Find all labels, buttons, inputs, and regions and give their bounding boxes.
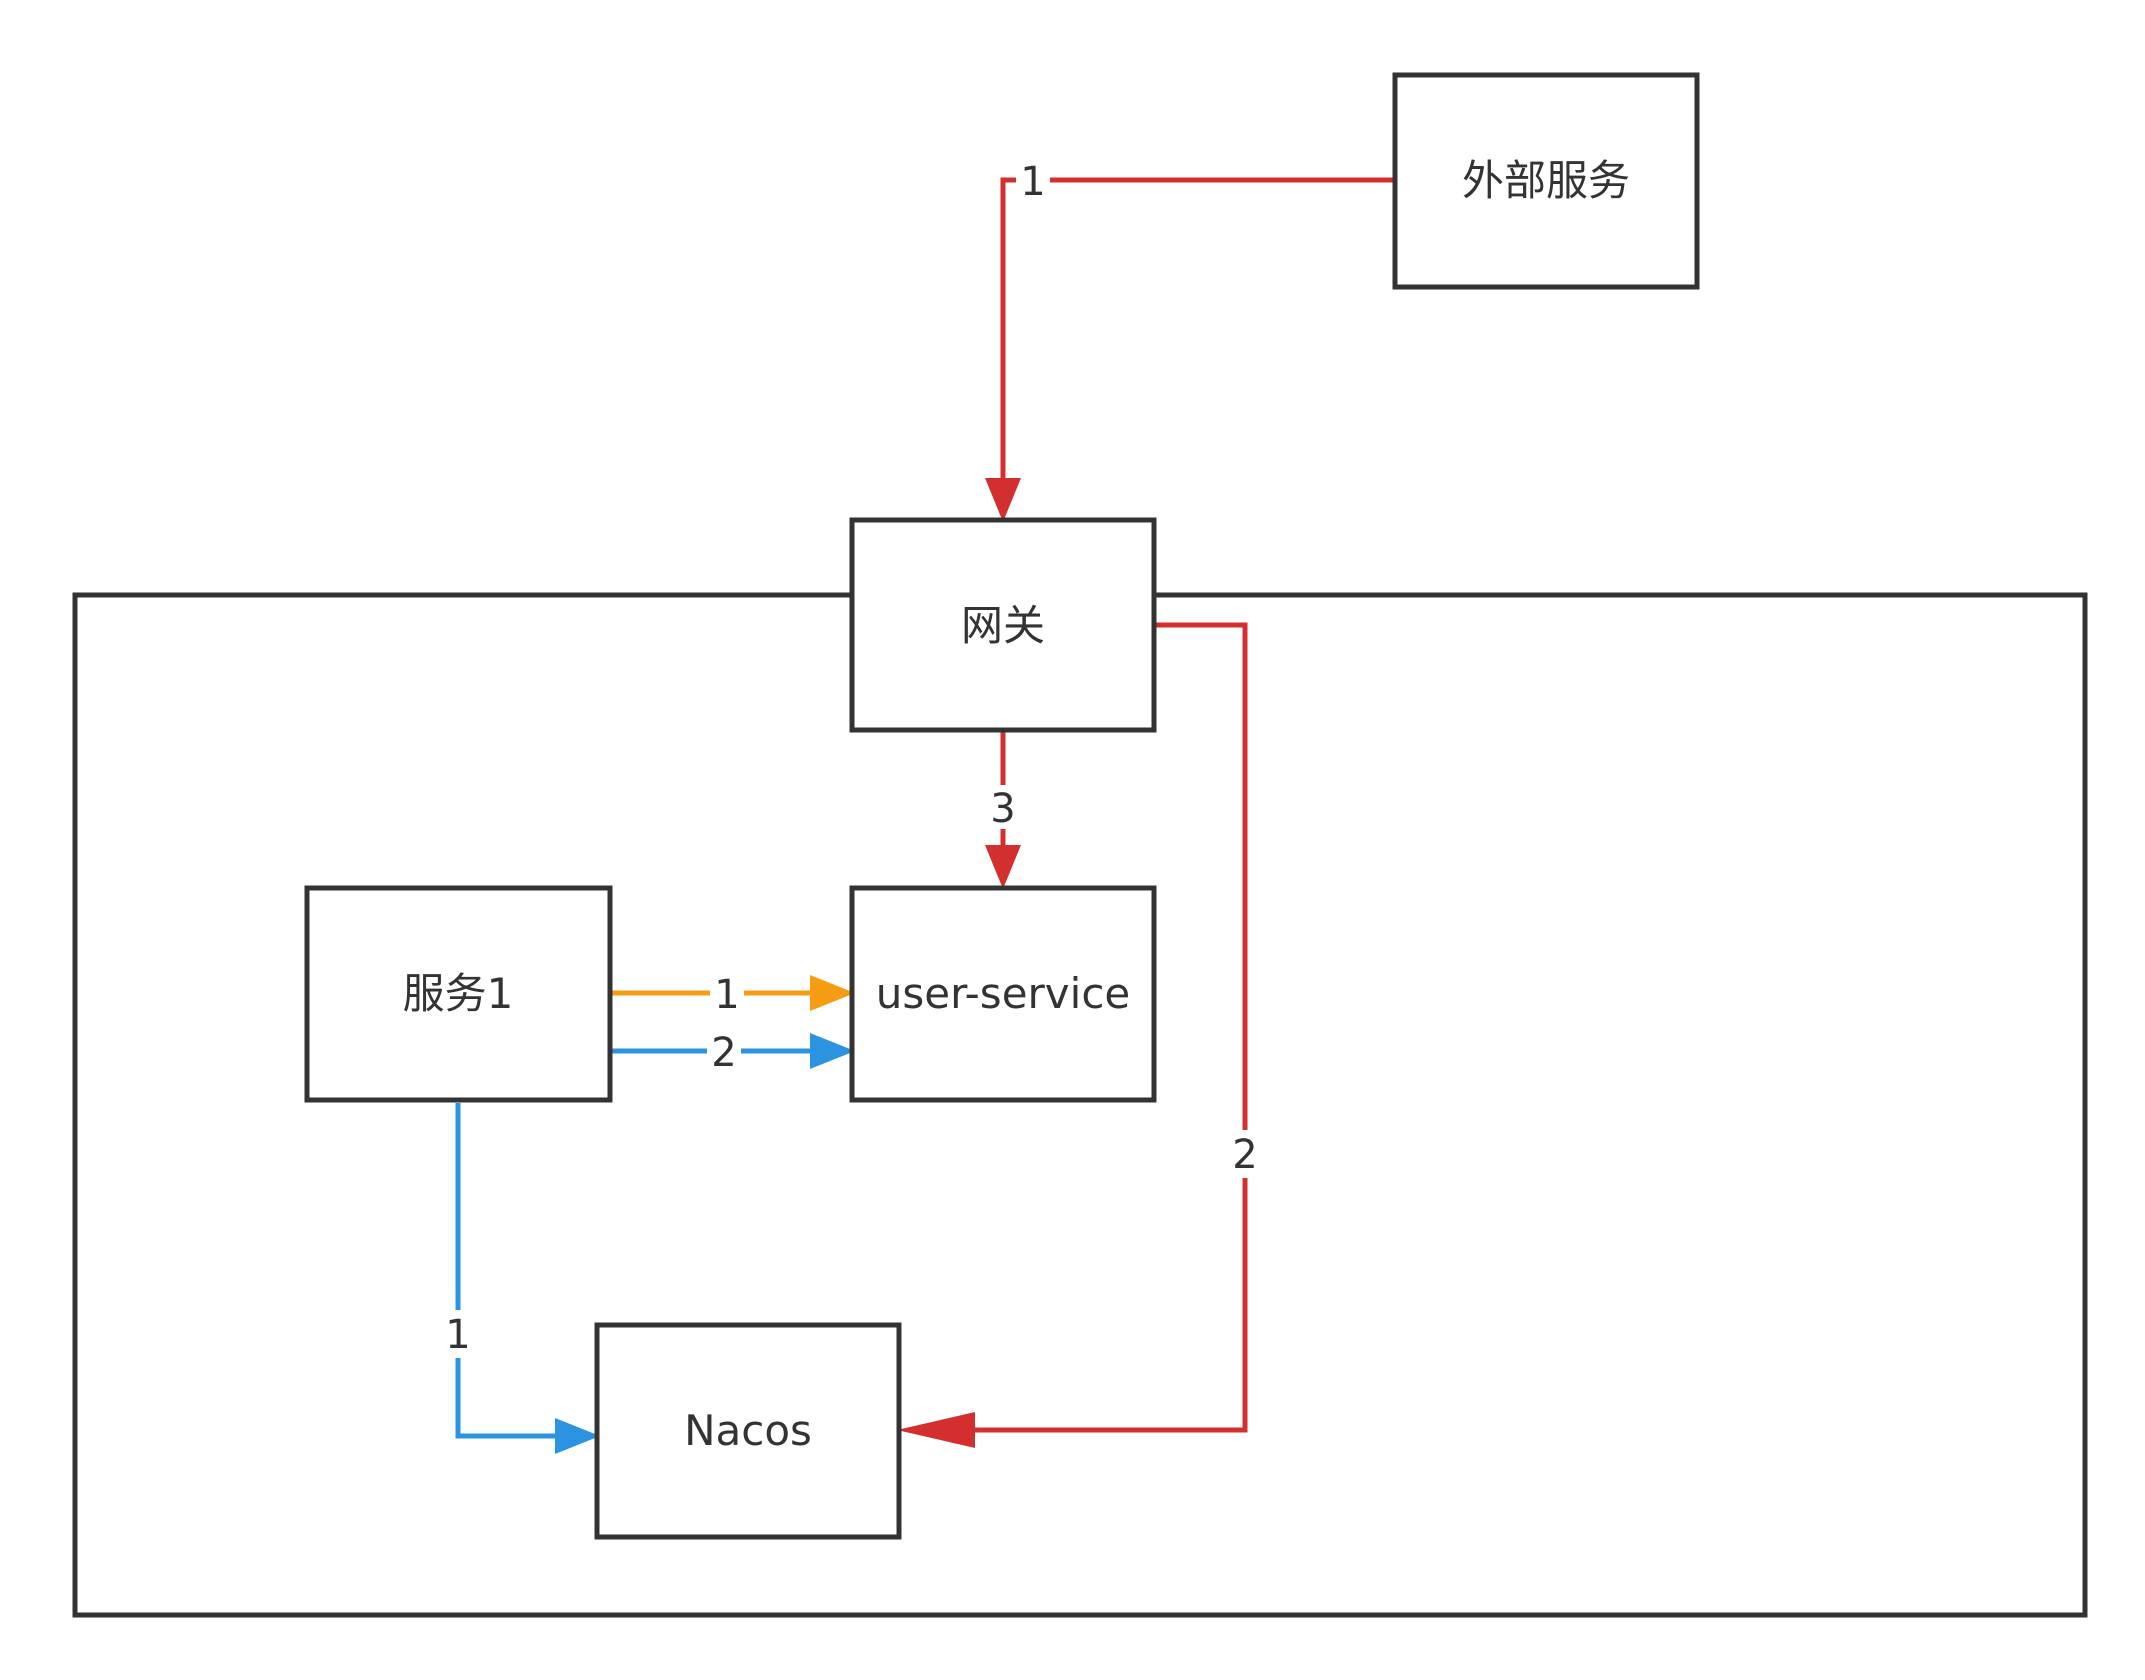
node-external-service: 外部服务 (1392, 72, 1700, 290)
edge-label: 1 (445, 1312, 470, 1358)
arrow-head (810, 1033, 855, 1069)
node-gateway: 网关 (849, 517, 1157, 733)
node-service1: 服务1 (304, 885, 613, 1103)
edge-gateway-to-user-service: 3 (985, 732, 1021, 889)
edge-service1-to-user-service-orange: 1 (612, 971, 855, 1018)
edge-label: 1 (1020, 159, 1045, 205)
node-label: user-service (876, 969, 1131, 1018)
arrow-head (985, 478, 1021, 522)
edge-label: 1 (714, 972, 739, 1018)
edge-gateway-to-nacos: 2 (897, 622, 1264, 1448)
edge-label: 3 (990, 786, 1015, 832)
node-label: 网关 (961, 601, 1045, 650)
arrow-head (555, 1418, 600, 1454)
node-label: 外部服务 (1462, 156, 1630, 205)
internal-network-container (72, 592, 2088, 1618)
edge-label: 2 (1232, 1132, 1257, 1178)
arrow-head (985, 845, 1021, 889)
edge-service1-to-user-service-blue: 2 (612, 1029, 855, 1076)
node-nacos: Nacos (594, 1322, 902, 1540)
node-label: 服务1 (403, 969, 514, 1018)
node-label: Nacos (684, 1406, 812, 1455)
edge-service1-to-nacos: 1 (440, 1103, 600, 1454)
edge-label: 2 (711, 1030, 736, 1076)
edge-external-to-gateway: 1 (985, 158, 1395, 522)
arrow-head (897, 1412, 975, 1448)
arrow-head (810, 975, 855, 1011)
node-user-service: user-service (849, 885, 1157, 1103)
